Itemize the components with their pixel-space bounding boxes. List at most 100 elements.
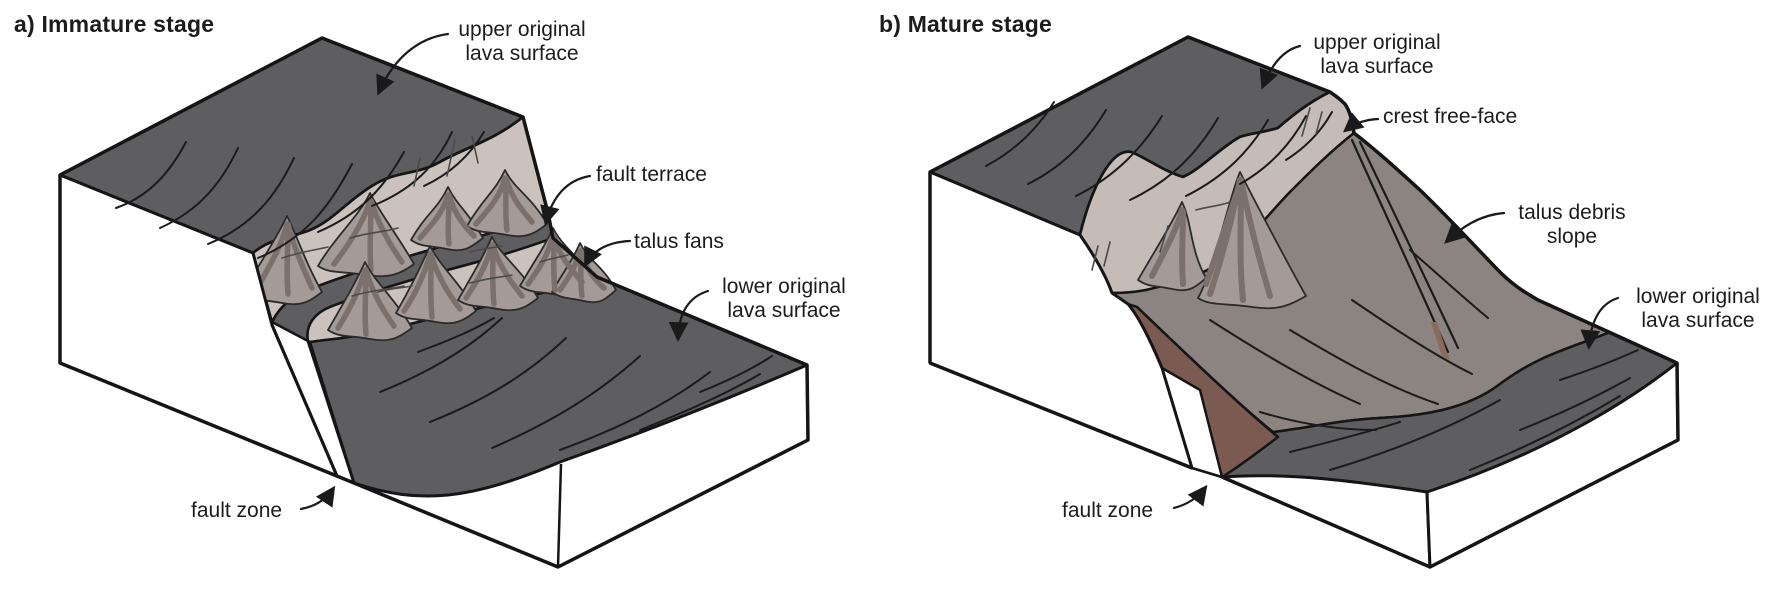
- flow-line: [1469, 395, 1621, 471]
- fault-zone-line: [306, 340, 356, 484]
- fan-streak: [446, 192, 477, 239]
- scarp-crack-lines: [281, 135, 569, 297]
- flow-line: [429, 337, 567, 423]
- crack-line: [1091, 245, 1099, 271]
- flow-line: [379, 317, 503, 393]
- block-outline: [58, 36, 810, 569]
- crack-line: [469, 245, 503, 253]
- fan-streak: [445, 194, 452, 247]
- fan-streak: [285, 221, 315, 291]
- talus-cone-streaks: [1149, 177, 1273, 303]
- flow-line: [159, 147, 239, 229]
- crack-line: [351, 285, 405, 297]
- flow-line: [1329, 399, 1501, 471]
- flow-line: [1285, 111, 1333, 161]
- flow-line: [639, 373, 761, 431]
- contour-line: [1409, 249, 1489, 319]
- label-lower-lava-surface-a: lower original lava surface: [722, 275, 846, 322]
- flow-line: [417, 317, 495, 353]
- fan-streak: [428, 251, 463, 312]
- flow-line: [559, 371, 711, 451]
- crack-line: [471, 135, 479, 164]
- leader-arrow-fault-terrace: [540, 174, 592, 226]
- leader-arrow-upper-surface: [376, 32, 450, 96]
- leader-arrows-a: [299, 32, 710, 511]
- debris-channel: [1350, 138, 1460, 354]
- label-lower-lava-surface-b: lower original lava surface: [1636, 285, 1760, 332]
- leader-arrow-talus-fans: [584, 239, 632, 268]
- leader-arrow-upper-surface: [1259, 44, 1302, 90]
- crack-line: [1301, 107, 1311, 137]
- flow-line: [1027, 109, 1107, 185]
- flow-line: [317, 151, 405, 233]
- flow-line: [371, 131, 453, 207]
- fan-streak: [490, 242, 525, 299]
- talus-fan-streaks: [335, 233, 607, 337]
- contour-line: [1259, 411, 1377, 431]
- panel-a-title: a) Immature stage: [14, 11, 215, 37]
- channel-line: [1350, 138, 1450, 354]
- downthrown-block-face: [352, 363, 810, 569]
- crack-line: [469, 274, 513, 284]
- label-fault-zone-b: fault zone: [1062, 499, 1154, 522]
- fault-zone-line: [270, 324, 339, 477]
- contour-line: [1351, 299, 1473, 375]
- crack-line: [446, 139, 456, 177]
- flow-line: [423, 131, 485, 187]
- crack-line: [1103, 241, 1111, 267]
- leader-arrow-fault-zone: [1172, 484, 1208, 510]
- slope-contour-lines: [1209, 249, 1489, 431]
- lava-flow-lines: [1289, 349, 1639, 471]
- leader-arrow-talus-debris-slope: [1444, 211, 1506, 244]
- label-upper-lava-surface-a: upper original lava surface: [458, 18, 586, 65]
- fan-streak: [368, 198, 405, 265]
- fan-streak: [503, 175, 535, 225]
- block-outline: [928, 35, 1680, 569]
- crack-line: [1159, 225, 1169, 253]
- leader-arrows-b: [1172, 44, 1620, 510]
- flow-line: [1185, 119, 1269, 197]
- flow-line: [1289, 421, 1401, 453]
- cone-streak: [1238, 177, 1273, 299]
- flow-line: [699, 355, 773, 393]
- leader-arrow-lower-surface: [668, 289, 710, 342]
- fan-streak: [335, 267, 368, 331]
- panel-a-block: [58, 32, 810, 569]
- flow-line: [985, 101, 1055, 167]
- cone-streak: [1179, 209, 1186, 287]
- cone-streak: [1237, 179, 1246, 303]
- crack-line: [539, 254, 569, 263]
- fan-streak: [363, 267, 397, 329]
- label-fault-terrace: fault terrace: [596, 163, 707, 186]
- panel-b-title: b) Mature stage: [879, 11, 1052, 37]
- leader-arrow-crest-free-face: [1342, 112, 1380, 133]
- label-crest-free-face: crest free-face: [1383, 105, 1518, 128]
- fan-streak: [367, 200, 374, 273]
- flow-line: [491, 355, 641, 449]
- contour-line: [1289, 329, 1439, 405]
- block-corner-edge: [556, 463, 563, 568]
- crack-line: [413, 157, 421, 187]
- flow-line: [257, 163, 353, 259]
- flow-line: [1129, 117, 1219, 201]
- lava-flow-lines: [985, 101, 1333, 201]
- fan-streak: [284, 223, 291, 297]
- flow-line: [207, 157, 295, 245]
- upthrown-block-face: [928, 170, 1194, 470]
- channel-debris-sliver: [1431, 322, 1450, 360]
- fan-streak: [331, 198, 373, 267]
- crack-line: [1195, 201, 1231, 211]
- cone-streak: [1207, 177, 1243, 297]
- crack-line: [281, 246, 329, 259]
- label-fault-zone-a: fault zone: [191, 499, 283, 522]
- flow-line: [1239, 115, 1307, 185]
- panel-b-block: [928, 35, 1680, 569]
- leader-arrow-fault-zone: [299, 485, 336, 511]
- contour-line: [1209, 319, 1361, 405]
- lava-flow-lines: [115, 131, 485, 259]
- fan-streak: [362, 269, 369, 337]
- label-upper-lava-surface-b: upper original lava surface: [1313, 31, 1441, 78]
- lava-flow-lines: [379, 317, 773, 451]
